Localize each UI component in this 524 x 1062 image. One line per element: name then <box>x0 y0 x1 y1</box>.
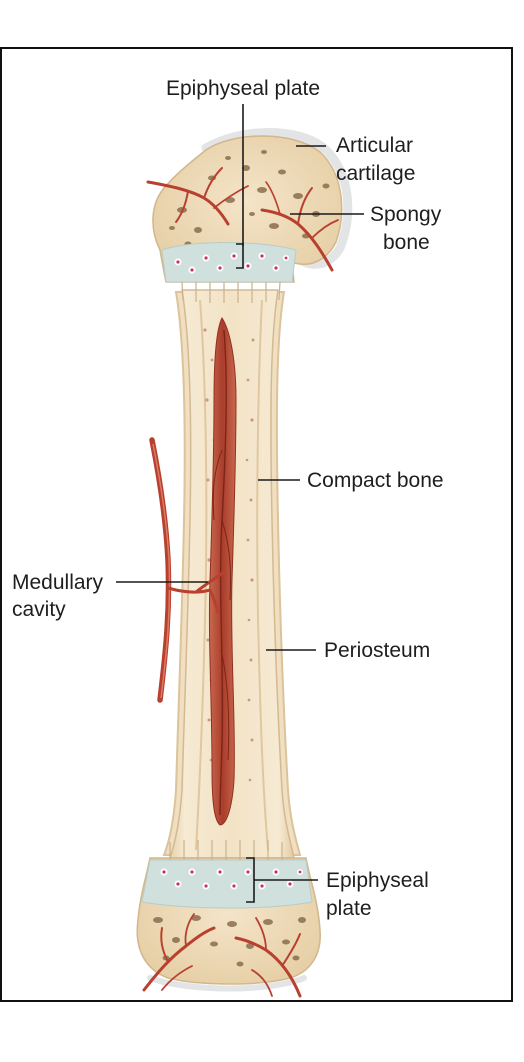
compact-bone-inner-line-left <box>195 299 208 851</box>
nutrient-artery-branch <box>166 570 226 614</box>
spongy-bone-pores-top <box>169 150 330 247</box>
label-spongy-bone-line2: bone <box>383 231 430 254</box>
distal-articular-cartilage <box>147 975 307 992</box>
marrow-vessel-branch <box>212 449 232 761</box>
cartilage-cells-bottom <box>160 868 303 890</box>
nutrient-artery <box>149 437 172 703</box>
epiphyseal-plate-top <box>161 242 297 283</box>
label-periosteum: Periosteum <box>324 639 430 662</box>
label-medullary-cavity-line1: Medullary <box>12 571 104 594</box>
cartilage-cells-top <box>174 252 289 274</box>
label-epiphyseal-plate-top: Epiphyseal plate <box>166 77 320 100</box>
leader-lines <box>116 104 364 903</box>
growth-columns-bottom <box>169 840 283 860</box>
label-medullary-cavity-line2: cavity <box>12 598 66 621</box>
epiphyseal-plate-bottom <box>141 859 313 909</box>
marrow-vessel-center <box>219 329 227 816</box>
label-epiphyseal-plate-bottom-line2: plate <box>326 897 372 920</box>
growth-columns-top <box>181 281 281 303</box>
label-compact-bone: Compact bone <box>307 469 444 492</box>
epiphyseal-vessels-bottom <box>142 913 302 998</box>
articular-cartilage <box>201 128 353 269</box>
spongy-bone-pores-bottom <box>153 915 306 967</box>
figure-frame <box>0 47 513 1002</box>
label-articular-cartilage-line2: cartilage <box>336 162 415 185</box>
epiphyseal-plate-top-bracket <box>236 243 244 269</box>
label-spongy-bone-line1: Spongy <box>370 203 442 226</box>
epiphyseal-vessels-top <box>146 167 339 272</box>
nutrient-artery-highlight <box>152 443 171 699</box>
label-epiphyseal-plate-bottom-line1: Epiphyseal <box>326 869 429 892</box>
compact-bone-inner-line-right <box>256 299 269 851</box>
label-articular-cartilage-line1: Articular <box>336 134 413 157</box>
